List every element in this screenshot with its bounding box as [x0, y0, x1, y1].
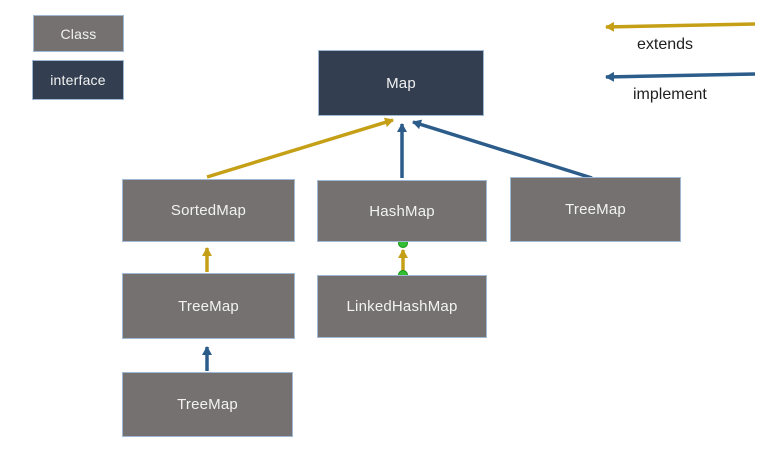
legend-interface-box[interactable]: interface — [32, 60, 124, 100]
legend-implement-label: implement — [633, 86, 707, 103]
edge-implement-treemap-to-map[interactable] — [412, 119, 593, 180]
legend-implement-arrow — [605, 71, 756, 82]
legend-class-box[interactable]: Class — [33, 15, 124, 52]
node-sortedmap[interactable]: SortedMap — [122, 179, 295, 242]
legend-extends-label: extends — [637, 36, 694, 53]
legend-class-label: Class — [60, 25, 97, 42]
node-linkedhashmap-label: LinkedHashMap — [346, 298, 458, 315]
node-hashmap[interactable]: HashMap — [317, 180, 487, 242]
node-map[interactable]: Map — [318, 50, 484, 116]
node-map-label: Map — [386, 74, 416, 92]
edge-extends-sortedmap-to-map[interactable] — [206, 117, 394, 179]
node-treemap-bottom[interactable]: TreeMap — [122, 372, 293, 437]
node-sortedmap-label: SortedMap — [170, 202, 247, 219]
node-treemap-bottom-label: TreeMap — [177, 396, 238, 413]
legend-extends-arrow — [605, 21, 756, 32]
node-treemap-right[interactable]: TreeMap — [510, 177, 681, 242]
node-treemap-right-label: TreeMap — [565, 201, 626, 218]
node-linkedhashmap[interactable]: LinkedHashMap — [317, 275, 487, 338]
legend-interface-label: interface — [50, 72, 106, 88]
node-treemap-middle-label: TreeMap — [178, 297, 239, 315]
node-treemap-middle[interactable]: TreeMap — [122, 273, 295, 339]
node-hashmap-label: HashMap — [369, 202, 435, 220]
